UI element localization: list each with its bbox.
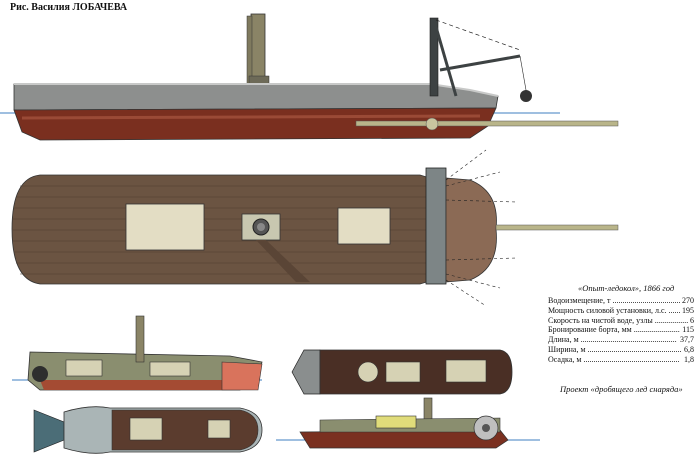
spec-value: 37,7 [678, 335, 694, 345]
spec-row: Бронирование борта, мм 115 [548, 325, 694, 336]
spec-row: Ширина, м 6,8 [548, 344, 694, 355]
spec-label: Осадка, м [548, 355, 679, 365]
ship-caption: «Опыт-ледокол», 1866 год [578, 283, 675, 293]
spec-value: 270 [680, 296, 694, 306]
spec-label: Скорость на чистой воде, узлы [548, 316, 688, 326]
spec-value: 6,8 [682, 344, 694, 355]
project-plan-view-2 [291, 349, 513, 395]
spec-label: Бронирование борта, мм [548, 325, 680, 335]
spec-row: Длина, м 37,7 [548, 335, 694, 345]
spec-value: 6 [688, 315, 694, 326]
project-caption: Проект «дробящего лед снаряда» [560, 384, 683, 394]
spec-label: Длина, м [548, 335, 677, 345]
project-side-view [12, 315, 263, 391]
project-plan-view [33, 406, 263, 454]
spec-row: Мощность силовой установки, л.с. 195 [548, 305, 694, 316]
spec-label: Мощность силовой установки, л.с. [548, 306, 680, 316]
side-view [0, 13, 619, 141]
spec-row: Осадка, м 1,8 [548, 354, 694, 365]
spec-value: 115 [680, 325, 694, 336]
plan-view [11, 149, 619, 307]
illustration-credit: Рис. Василия ЛОБАЧЕВА [10, 2, 128, 13]
spec-label: Ширина, м [548, 345, 682, 355]
specs-table: Водоизмещение, т 270 Мощность силовой ус… [548, 296, 694, 365]
spec-value: 195 [680, 305, 694, 316]
project-side-view-2 [276, 397, 540, 449]
spec-row: Скорость на чистой воде, узлы 6 [548, 315, 694, 326]
spec-label: Водоизмещение, т [548, 296, 680, 306]
spec-value: 1,8 [682, 354, 694, 365]
spec-row: Водоизмещение, т 270 [548, 296, 694, 306]
